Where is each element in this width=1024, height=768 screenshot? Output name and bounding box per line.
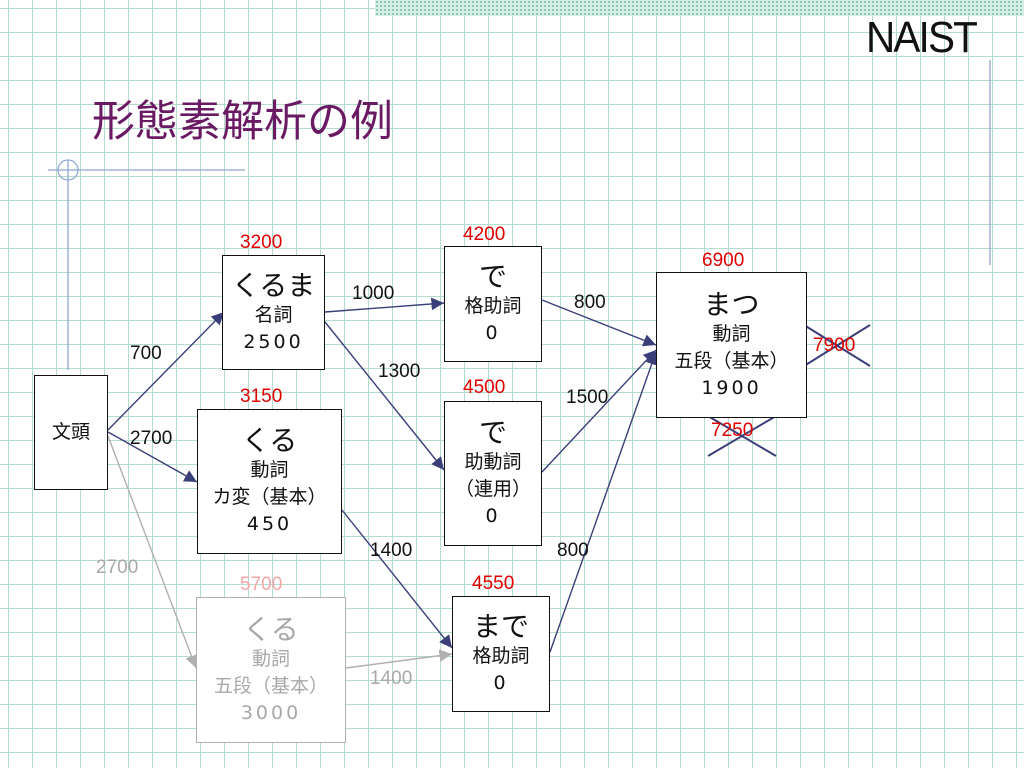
edge-made-matsu [549,351,658,653]
node-matsu-cost: 1900 [701,376,762,399]
cross-7250-b [707,415,777,457]
edge-cost-bos-kuru-go: 2700 [96,557,139,578]
edge-kuruma-de-aux [324,321,445,471]
node-kuru-go: くる 動詞 五段（基本） 3000 [196,597,346,743]
rejected-total-7900: 7900 [813,335,856,356]
node-de-aux-word: で [478,416,507,449]
edge-bos-kuru-go [107,435,198,669]
edge-cost-de-case-matsu: 800 [574,292,606,313]
total-kuruma: 3200 [240,232,283,253]
node-kuru-ka-conj: カ変（基本） [212,486,327,508]
node-de-aux-conj: （連用） [454,478,531,500]
edge-bos-kuru-ka [107,431,198,483]
node-bos-label: 文頭 [51,421,90,443]
edge-cost-bos-kuru-ka: 2700 [130,428,173,449]
node-matsu-word: まつ [703,287,760,321]
total-matsu: 6900 [702,250,745,271]
total-de-case: 4200 [463,224,506,245]
node-kuruma-cost: 2500 [243,330,304,353]
node-kuruma-word: くるま [231,268,316,302]
edge-cost-kuruma-de-case: 1000 [352,283,395,304]
naist-logo: NAIST [866,13,978,62]
node-de-aux-cost: 0 [485,505,501,527]
node-made-cost: 0 [493,672,509,694]
edge-de-aux-matsu [541,349,657,473]
slide-title: 形態素解析の例 [92,97,393,147]
node-made-pos: 格助詞 [472,645,530,667]
total-made: 4550 [472,573,515,594]
node-kuru-go-pos: 動詞 [251,647,290,670]
edge-cost-kuruma-de-aux: 1300 [378,361,421,382]
edge-cost-kuru-ka-made: 1400 [370,540,413,561]
node-kuru-ka: くる 動詞 カ変（基本） 450 [197,409,342,554]
node-de-aux: で 助動詞 （連用） 0 [444,401,542,546]
node-kuru-ka-pos: 動詞 [250,459,289,481]
total-de-aux: 4500 [463,377,506,398]
header-band [375,0,1024,16]
edge-kuru-go-made [345,649,453,669]
node-kuruma-pos: 名詞 [254,303,293,326]
edge-cost-made-matsu: 800 [557,540,589,561]
node-kuru-go-word: くる [243,612,299,646]
node-matsu-pos: 動詞 [712,322,751,345]
total-kuru-go: 5700 [240,574,283,595]
node-kuru-go-cost: 3000 [240,701,302,724]
node-kuru-ka-word: くる [241,424,298,457]
node-matsu: まつ 動詞 五段（基本） 1900 [656,272,807,418]
edge-cost-kuru-go-made: 1400 [370,668,413,689]
edge-cost-bos-kuruma: 700 [130,343,162,364]
edge-bos-kuruma [107,311,225,431]
decor-circle [57,159,79,181]
node-kuru-go-conj: 五段（基本） [213,674,328,697]
node-made: まで 格助詞 0 [452,596,550,712]
node-de-case-word: で [478,260,507,293]
node-matsu-conj: 五段（基本） [674,349,789,372]
node-de-case: で 格助詞 0 [444,246,542,362]
edge-cost-de-aux-matsu: 1500 [566,387,609,408]
edge-kuruma-de-case [324,297,445,313]
edge-de-case-matsu [541,299,657,347]
cross-7900-b [803,324,871,367]
edge-kuru-ka-made [341,509,453,649]
node-de-case-cost: 0 [485,322,501,344]
total-kuru-ka: 3150 [240,386,283,407]
node-bos: 文頭 [34,375,108,490]
node-kuru-ka-cost: 450 [246,513,293,535]
node-kuruma: くるま 名詞 2500 [222,255,325,370]
node-de-aux-pos: 助動詞 [464,451,522,473]
node-made-word: まで [472,610,529,643]
node-de-case-pos: 格助詞 [464,295,522,317]
rejected-total-7250: 7250 [711,420,754,441]
